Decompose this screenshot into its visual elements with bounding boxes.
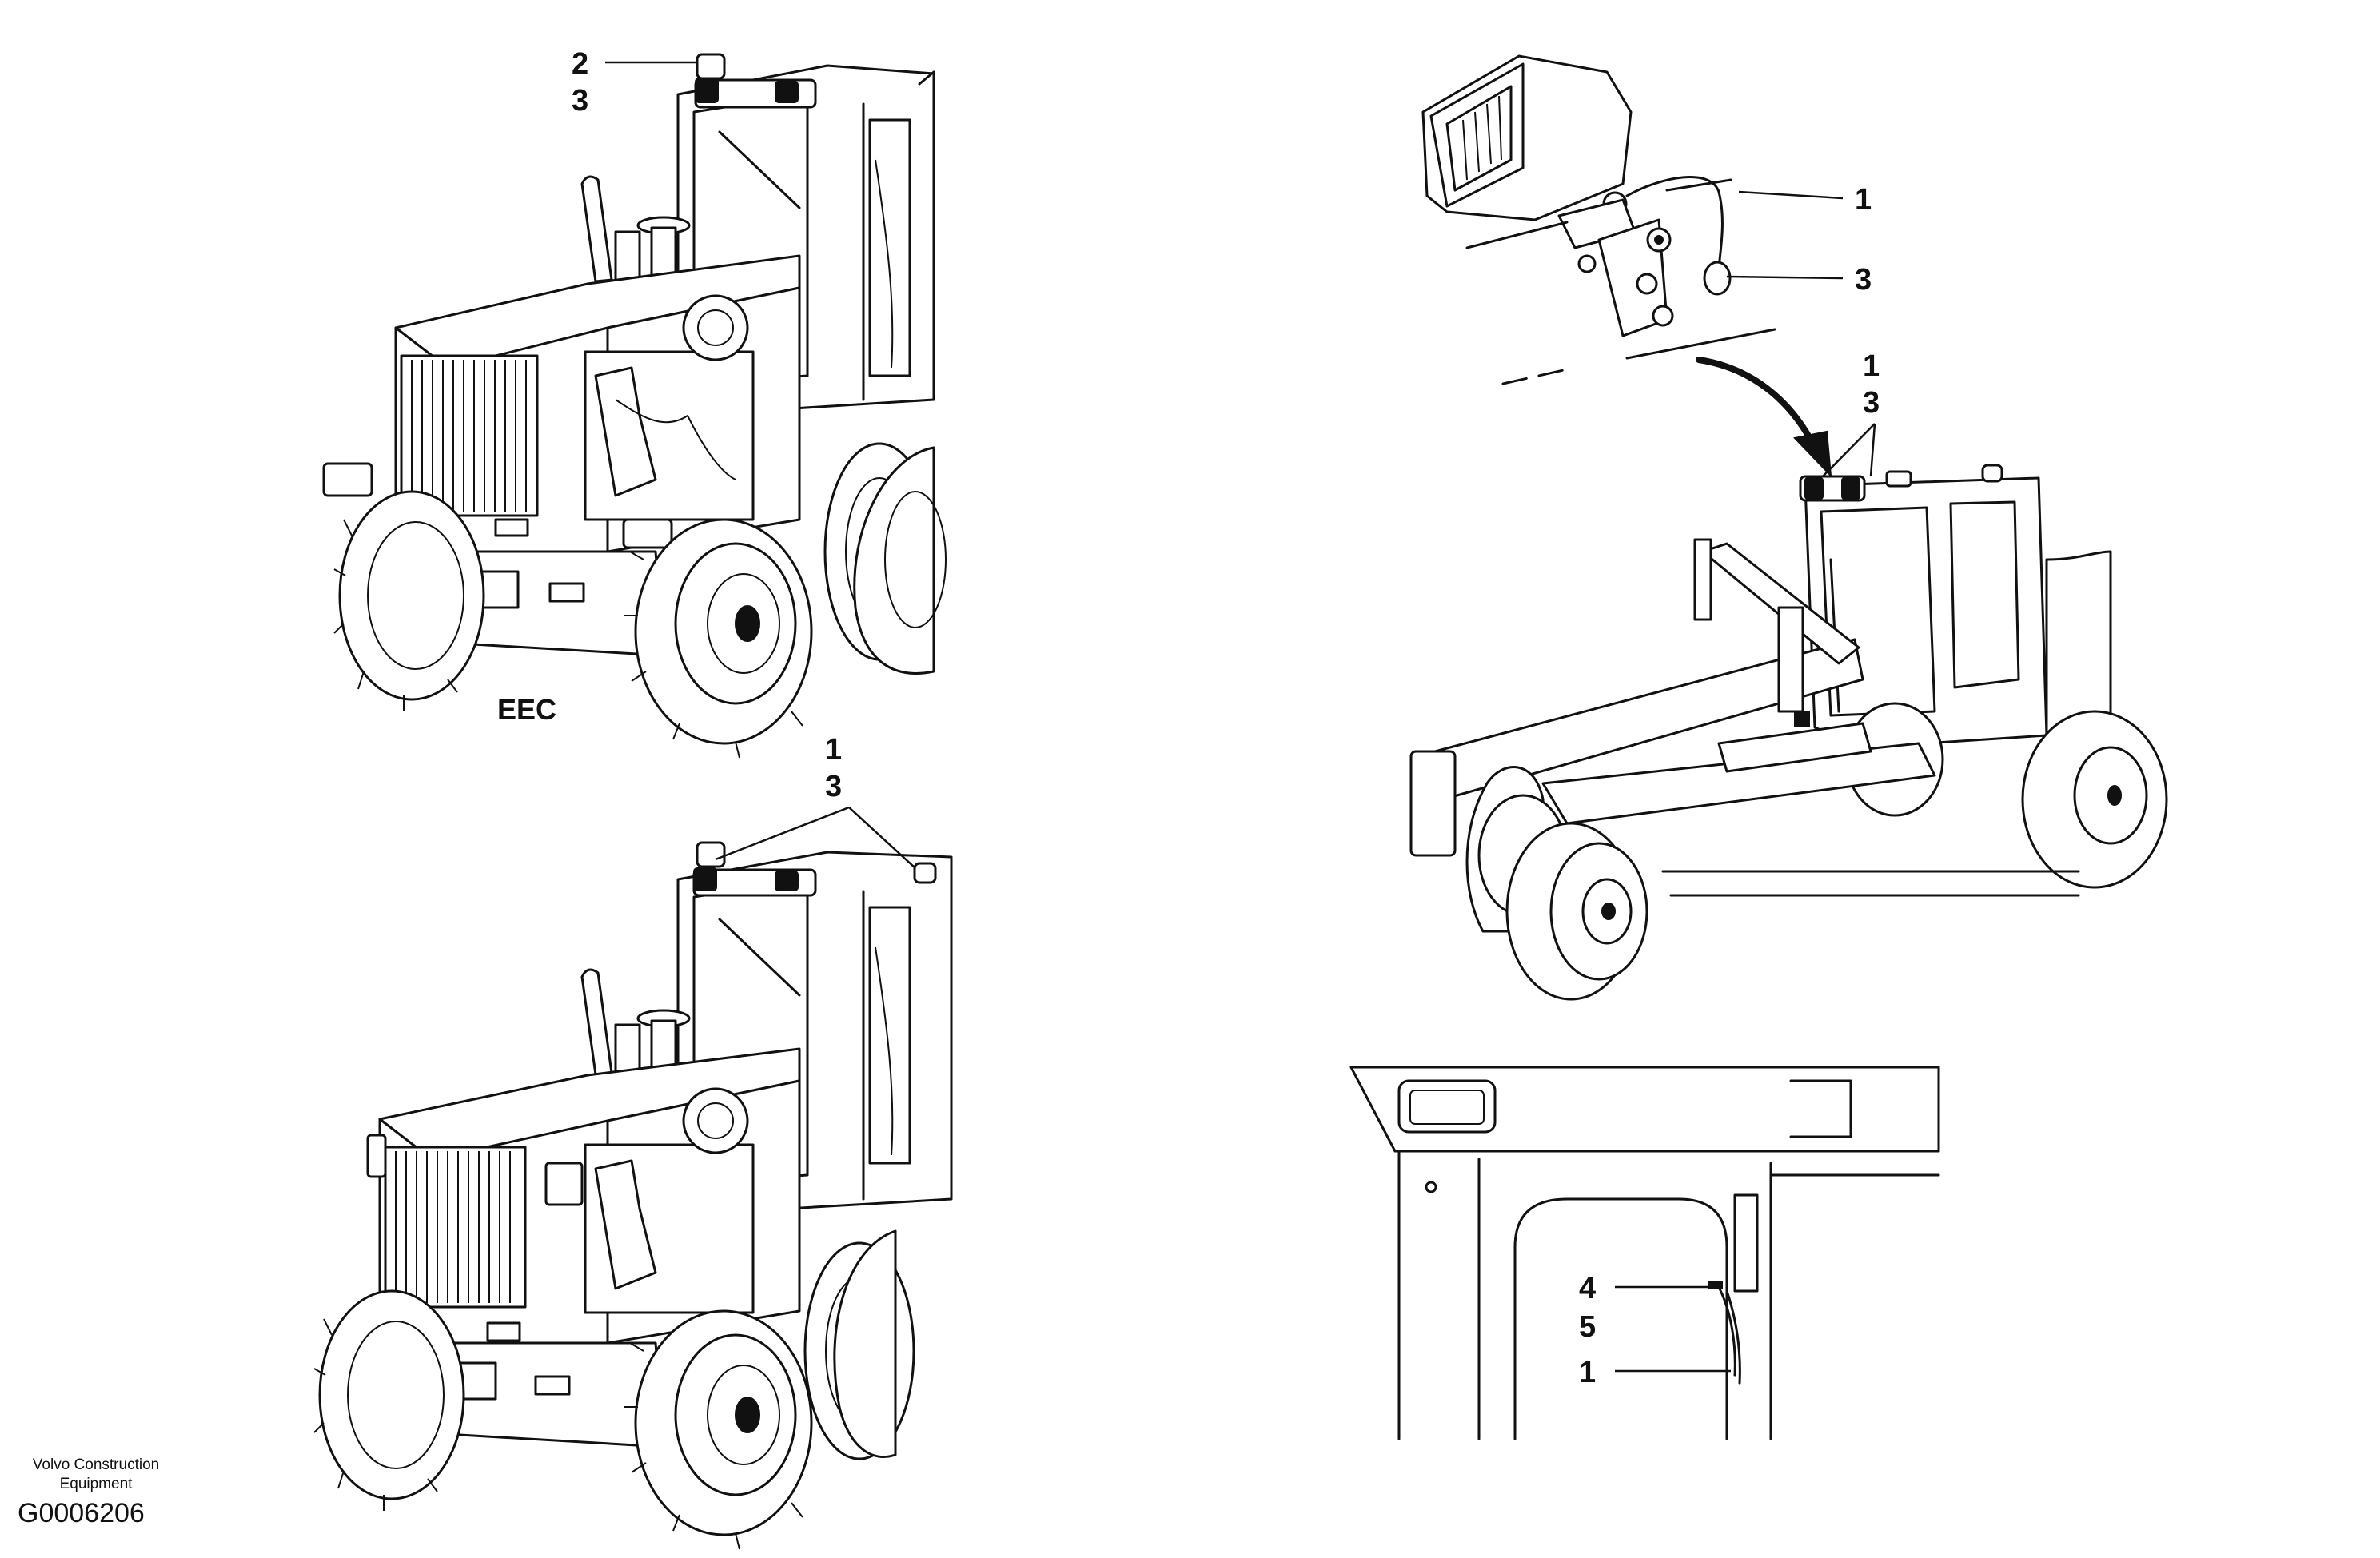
wiring-harness xyxy=(1717,1285,1736,1377)
variant-tag: EEC xyxy=(497,693,556,726)
front-wheel-left xyxy=(333,490,485,711)
credit-line: Equipment xyxy=(60,1476,134,1492)
beacon-lamp xyxy=(696,53,726,80)
leader-lines xyxy=(605,61,1876,1373)
figure-id: G0006206 xyxy=(18,1498,145,1528)
callout-label: 1 xyxy=(1855,183,1872,217)
front-wheel xyxy=(1465,766,1648,1001)
exhaust-stack xyxy=(580,175,613,283)
cable-grommet xyxy=(1703,261,1732,296)
footer: Volvo Construction Equipment G0006206 xyxy=(18,1456,159,1528)
grader-view-right xyxy=(1409,464,2168,1001)
lamp-bracket xyxy=(1557,198,1674,337)
callout-label: 5 xyxy=(1579,1310,1596,1344)
callouts-standard: 1 3 xyxy=(825,733,842,803)
rear-wheel-right xyxy=(853,446,947,675)
callout-label: 2 xyxy=(572,47,588,81)
callout-label: 4 xyxy=(1579,1272,1596,1305)
work-lamp-left xyxy=(696,841,726,868)
callout-label: 3 xyxy=(1863,386,1880,420)
callout-label: 1 xyxy=(825,733,842,767)
grader-view-standard xyxy=(313,841,953,1550)
callouts-eec: 2 3 EEC xyxy=(497,47,588,726)
lamp-detail xyxy=(1421,54,1832,478)
callouts-lamp-detail: 1 3 xyxy=(1855,183,1872,297)
callout-label: 3 xyxy=(1855,263,1872,297)
engine-hood xyxy=(394,254,801,553)
cab xyxy=(1799,464,2048,749)
grader-view-eec xyxy=(322,53,947,759)
front-push-block xyxy=(1409,750,1457,857)
rear-wheel-right xyxy=(833,1229,897,1458)
exhaust-stack xyxy=(580,968,613,1076)
engine-hood xyxy=(366,1047,801,1345)
callout-label: 3 xyxy=(572,84,588,118)
front-wheel-right xyxy=(624,518,813,759)
cab-interior-detail xyxy=(1349,1066,1940,1440)
callouts-grader-right: 1 3 xyxy=(1863,349,1880,420)
callout-label: 1 xyxy=(1579,1356,1596,1389)
work-lamp-right xyxy=(913,862,937,884)
callout-label: 1 xyxy=(1863,349,1880,383)
work-lamp xyxy=(1421,54,1633,221)
rear-wheel xyxy=(2021,710,2168,889)
callout-label: 3 xyxy=(825,770,842,803)
credit-line: Volvo Construction xyxy=(33,1456,159,1473)
callouts-cab-interior: 4 5 1 xyxy=(1579,1272,1596,1389)
dome-lamp-housing xyxy=(1397,1079,1497,1134)
lamp-cable xyxy=(1625,176,1724,273)
front-wheel-left xyxy=(313,1289,465,1511)
front-wheel-right xyxy=(624,1309,813,1550)
